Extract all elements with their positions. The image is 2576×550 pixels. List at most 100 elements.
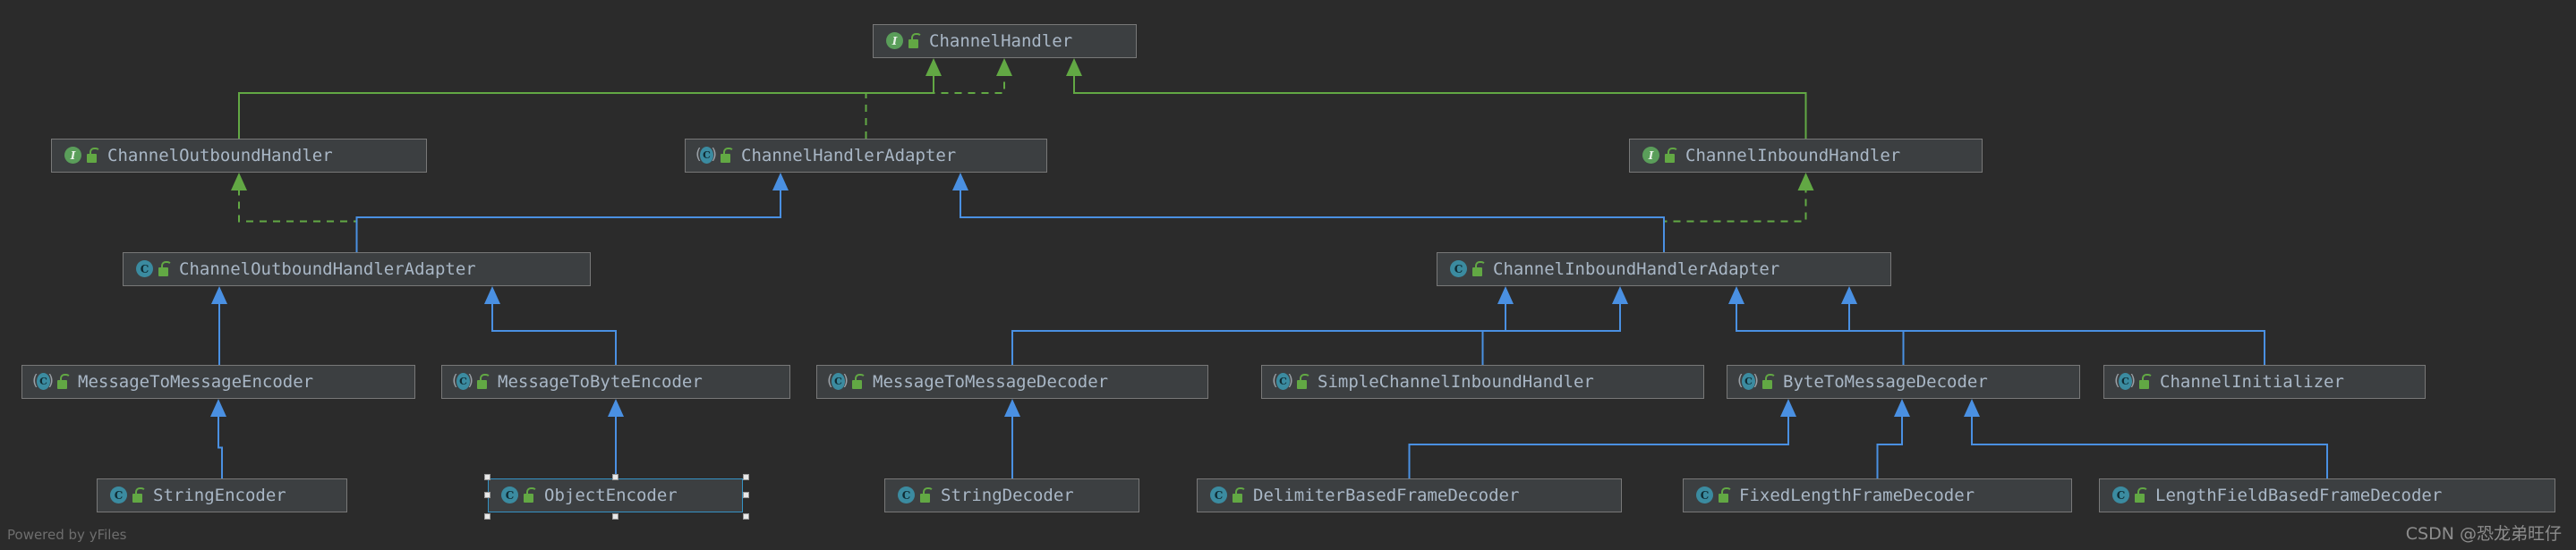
class-node-label: ObjectEncoder xyxy=(544,486,678,505)
powered-by-yfiles-label: Powered by yFiles xyxy=(7,527,127,543)
selection-handle[interactable] xyxy=(743,492,749,498)
class-node-MessageToByteEncoder[interactable]: ()C MessageToByteEncoder xyxy=(441,365,790,399)
edge-arrowhead xyxy=(996,58,1012,76)
abstract-class-icon: ()C xyxy=(452,372,473,390)
edge-arrowhead xyxy=(952,173,968,190)
lock-icon xyxy=(1296,374,1310,390)
class-icon: C xyxy=(134,259,154,279)
class-node-label: MessageToByteEncoder xyxy=(498,372,703,392)
lock-icon xyxy=(1471,261,1486,277)
selection-handle[interactable] xyxy=(743,474,749,480)
edge-arrowhead xyxy=(925,58,942,76)
edge-line xyxy=(1876,417,1903,478)
edge-line xyxy=(960,190,1665,252)
abstract-class-icon: ()C xyxy=(1272,372,1293,390)
lock-icon xyxy=(1232,487,1246,503)
edge-arrowhead xyxy=(1612,286,1628,304)
class-node-label: ChannelOutboundHandler xyxy=(107,146,333,165)
edge-line xyxy=(355,190,781,252)
edge-line xyxy=(1073,76,1807,139)
class-node-label: ChannelOutboundHandlerAdapter xyxy=(179,259,476,279)
edge-arrowhead xyxy=(1894,399,1910,417)
class-node-ObjectEncoder[interactable]: C ObjectEncoder xyxy=(488,478,743,512)
class-icon: C xyxy=(499,486,519,505)
lock-icon xyxy=(158,261,172,277)
selection-handle[interactable] xyxy=(484,492,490,498)
lock-icon xyxy=(908,33,922,49)
edge-arrowhead xyxy=(1497,286,1514,304)
lock-icon xyxy=(132,487,146,503)
selection-handle[interactable] xyxy=(743,513,749,520)
lock-icon xyxy=(919,487,934,503)
class-node-label: ChannelInboundHandler xyxy=(1685,146,1901,165)
class-node-label: StringDecoder xyxy=(941,486,1074,505)
edge-arrowhead xyxy=(1780,399,1796,417)
class-icon: C xyxy=(896,486,916,505)
edge-arrowhead xyxy=(1728,286,1744,304)
selection-handle[interactable] xyxy=(484,513,490,520)
lock-icon xyxy=(1718,487,1732,503)
class-node-ByteToMessageDecoder[interactable]: ()C ByteToMessageDecoder xyxy=(1727,365,2080,399)
edge-arrowhead xyxy=(1004,399,1020,417)
edge-arrowhead xyxy=(608,399,624,417)
class-node-SimpleChannelInboundHandler[interactable]: ()C SimpleChannelInboundHandler xyxy=(1261,365,1704,399)
edge-line xyxy=(218,417,223,478)
class-node-StringEncoder[interactable]: C StringEncoder xyxy=(97,478,347,512)
edge-line xyxy=(238,190,358,252)
edge-line xyxy=(1971,417,2328,478)
class-icon: C xyxy=(1208,486,1228,505)
lock-icon xyxy=(1664,148,1678,164)
interface-icon: I xyxy=(63,146,82,165)
edge-arrowhead xyxy=(1066,58,1082,76)
class-node-StringDecoder[interactable]: C StringDecoder xyxy=(884,478,1139,512)
class-node-label: ChannelHandler xyxy=(929,31,1073,51)
edge-line xyxy=(1736,304,1905,365)
edge-arrowhead xyxy=(1964,399,1980,417)
edge-line xyxy=(1848,304,2265,365)
edge-arrowhead xyxy=(772,173,789,190)
lock-icon xyxy=(851,374,866,390)
abstract-class-icon: ()C xyxy=(1737,372,1759,390)
class-node-label: ByteToMessageDecoder xyxy=(1783,372,1988,392)
lock-icon xyxy=(2138,374,2153,390)
abstract-class-icon: ()C xyxy=(695,146,717,164)
lock-icon xyxy=(56,374,71,390)
selection-handle[interactable] xyxy=(611,474,618,480)
class-node-ChannelOutboundHandlerAdapter[interactable]: C ChannelOutboundHandlerAdapter xyxy=(123,252,591,286)
edge-arrowhead xyxy=(1797,173,1814,190)
class-node-label: StringEncoder xyxy=(153,486,286,505)
edge-line xyxy=(238,76,934,139)
selection-handle[interactable] xyxy=(484,474,490,480)
edge-line xyxy=(1481,304,1621,365)
edge-arrowhead xyxy=(211,286,227,304)
lock-icon xyxy=(523,487,537,503)
edge-arrowhead xyxy=(231,173,247,190)
edge-line xyxy=(1663,190,1807,252)
class-node-label: ChannelInboundHandlerAdapter xyxy=(1493,259,1780,279)
class-icon: C xyxy=(1694,486,1714,505)
class-icon: C xyxy=(2111,486,2130,505)
class-node-label: MessageToMessageDecoder xyxy=(873,372,1109,392)
class-node-MessageToMessageDecoder[interactable]: ()C MessageToMessageDecoder xyxy=(816,365,1208,399)
edge-arrowhead xyxy=(210,399,226,417)
abstract-class-icon: ()C xyxy=(827,372,849,390)
edge-arrowhead xyxy=(1841,286,1857,304)
lock-icon xyxy=(86,148,100,164)
abstract-class-icon: ()C xyxy=(2114,372,2136,390)
class-node-ChannelOutboundHandler[interactable]: I ChannelOutboundHandler xyxy=(51,139,427,173)
selection-handle[interactable] xyxy=(611,513,618,520)
edge-arrowhead xyxy=(484,286,500,304)
class-node-label: SimpleChannelInboundHandler xyxy=(1318,372,1594,392)
class-icon: C xyxy=(108,486,128,505)
